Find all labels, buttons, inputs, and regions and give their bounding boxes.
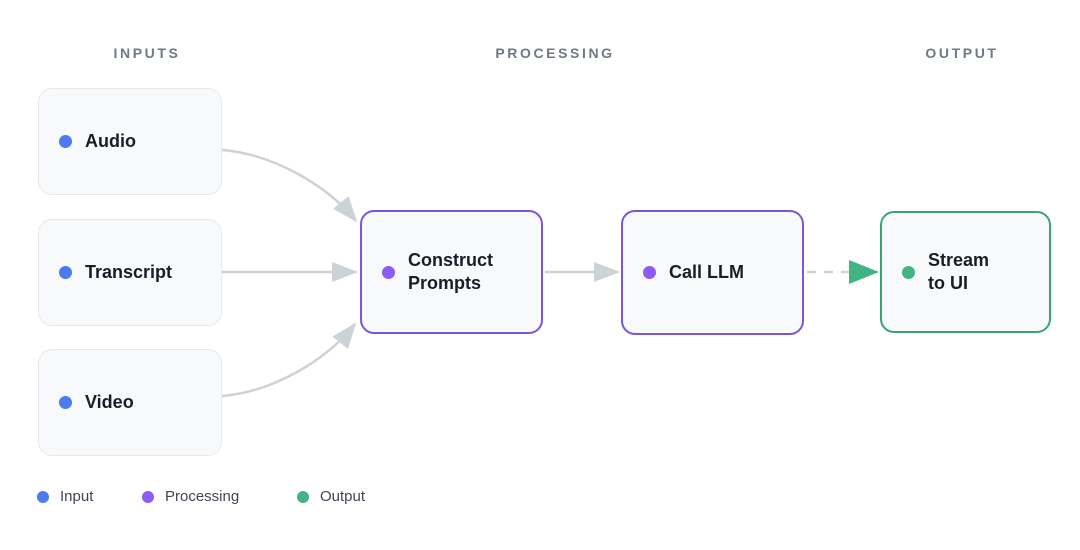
edge-audio-to-construct-prompts <box>221 148 358 223</box>
node-video-label: Video <box>85 391 134 412</box>
legend-output-label: Output <box>320 488 366 505</box>
processing-dot-icon <box>382 265 395 279</box>
legend-item-output: Output <box>297 488 365 505</box>
node-audio: Audio <box>38 88 222 195</box>
node-stream-to-ui-label: Stream to UI <box>928 249 990 293</box>
legend-item-input: Input <box>37 488 93 505</box>
node-transcript: Transcript <box>38 219 222 326</box>
node-call-llm-label: Call LLM <box>669 261 744 282</box>
output-dot-icon <box>902 265 915 279</box>
input-dot-icon <box>59 266 72 279</box>
column-header-processing: PROCESSING <box>495 45 615 61</box>
legend-processing-label: Processing <box>165 488 240 505</box>
node-audio-label: Audio <box>85 130 136 151</box>
edge-video-to-construct-prompts <box>221 322 357 398</box>
column-header-output: OUTPUT <box>925 45 999 61</box>
processing-dot-icon <box>643 266 656 279</box>
input-dot-icon <box>59 135 72 148</box>
node-construct-prompts: Construct Prompts <box>360 210 543 334</box>
node-construct-prompts-label: Construct Prompts <box>408 249 493 293</box>
node-transcript-label: Transcript <box>85 261 173 282</box>
node-stream-to-ui: Stream to UI <box>880 211 1051 333</box>
output-dot-icon <box>297 490 309 503</box>
processing-dot-icon <box>142 490 154 503</box>
node-video: Video <box>38 349 222 456</box>
input-dot-icon <box>59 396 72 409</box>
legend-input-label: Input <box>60 488 94 505</box>
node-call-llm: Call LLM <box>621 210 804 335</box>
input-dot-icon <box>37 490 49 503</box>
legend-item-processing: Processing <box>142 488 239 505</box>
column-header-inputs: INPUTS <box>113 45 181 61</box>
